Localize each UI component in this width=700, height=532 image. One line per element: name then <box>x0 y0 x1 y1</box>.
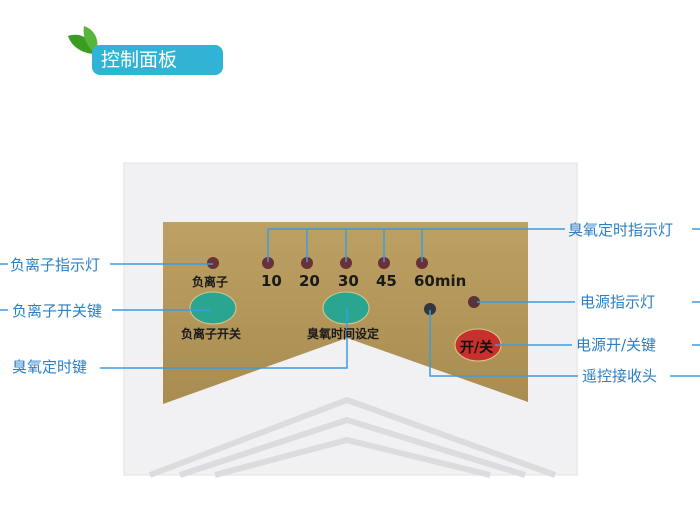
callout-lines <box>0 228 700 377</box>
callout-anion-indicator: 负离子指示灯 <box>10 256 101 274</box>
callout-ozone-timer-indicator: 臭氧定时指示灯 <box>568 221 674 239</box>
ozone-timer-button <box>322 291 370 325</box>
remote-receiver <box>424 303 436 315</box>
timer-label-45: 45 <box>376 272 397 290</box>
anion-label: 负离子 <box>192 275 229 289</box>
timer-label-60min: 60min <box>414 272 467 290</box>
led-indicators <box>207 257 480 315</box>
section-title-badge: 控制面板 <box>92 45 223 75</box>
timer-label-10: 10 <box>261 272 282 290</box>
timer-label-30: 30 <box>338 272 359 290</box>
callout-power-key: 电源开/关键 <box>576 336 657 354</box>
power-led <box>468 296 480 308</box>
anion-switch-button <box>189 291 237 325</box>
chevron-decoration <box>148 396 557 478</box>
callout-anion-switch-key: 负离子开关键 <box>12 302 103 320</box>
power-button-label[interactable]: 开/关 <box>460 340 494 356</box>
callout-remote-receiver: 遥控接收头 <box>582 367 658 385</box>
callout-power-indicator: 电源指示灯 <box>580 293 656 311</box>
callout-ozone-timer-key: 臭氧定时键 <box>12 358 88 376</box>
ozone-timer-label: 臭氧时间设定 <box>307 327 380 341</box>
anion-led <box>207 257 219 269</box>
timer-label-20: 20 <box>299 272 320 290</box>
anion-switch-label: 负离子开关 <box>181 327 242 341</box>
